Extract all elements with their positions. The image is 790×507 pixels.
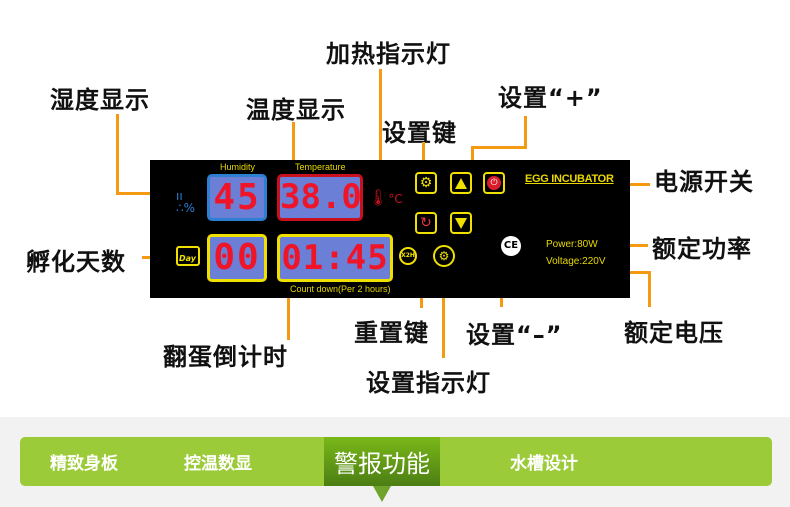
countdown-caption: Count down(Per 2 hours) bbox=[290, 284, 391, 294]
brand-label: EGG INCUBATOR bbox=[525, 173, 614, 185]
reset-button[interactable]: ↻ bbox=[415, 212, 437, 234]
thermometer-icon: 🌡︎°C bbox=[368, 188, 403, 207]
temperature-display: 38.0 bbox=[277, 174, 363, 221]
tab-alarm[interactable]: 警报功能 bbox=[324, 437, 440, 502]
leader-plus-v bbox=[524, 116, 527, 148]
humidity-icon: ıı ∴% bbox=[176, 189, 196, 215]
power-button[interactable]: ⏻ bbox=[483, 172, 505, 194]
minus-button[interactable] bbox=[450, 212, 472, 234]
set-indicator-light: ⚙ bbox=[433, 245, 455, 267]
leader-set-indicator bbox=[442, 262, 445, 358]
label-rated-voltage: 额定电压 bbox=[624, 319, 724, 347]
label-rated-power: 额定功率 bbox=[652, 235, 752, 263]
rated-power-text: Power:80W bbox=[546, 239, 598, 250]
leader-plus-h bbox=[471, 146, 527, 149]
gear-icon: ⚙ bbox=[419, 175, 433, 191]
label-set-indicator: 设置指示灯 bbox=[366, 369, 491, 397]
leader-countdown bbox=[287, 274, 290, 340]
label-reset-key: 重置键 bbox=[354, 319, 429, 347]
rated-voltage-text: Voltage:220V bbox=[546, 256, 606, 267]
label-turn-countdown: 翻蛋倒计时 bbox=[163, 343, 288, 371]
label-hatch-days: 孵化天数 bbox=[26, 248, 126, 276]
tab-strip: 精致身板 控温数显 警报功能 水槽设计 bbox=[20, 437, 772, 502]
tab-temp-display[interactable]: 控温数显 bbox=[184, 454, 252, 474]
power-icon: ⏻ bbox=[487, 176, 501, 190]
countdown-display: 01:45 bbox=[277, 234, 393, 282]
leader-heating bbox=[379, 69, 382, 181]
ce-mark: CE bbox=[501, 236, 521, 256]
label-set-plus: 设置“+” bbox=[498, 84, 603, 112]
label-temperature-display: 温度显示 bbox=[246, 96, 346, 124]
leader-temperature bbox=[292, 122, 295, 180]
label-power-switch: 电源开关 bbox=[654, 168, 754, 196]
label-set-key: 设置键 bbox=[382, 119, 457, 147]
leader-voltage-v bbox=[648, 271, 651, 307]
humidity-caption: Humidity bbox=[220, 162, 256, 172]
tab-board[interactable]: 精致身板 bbox=[50, 454, 118, 474]
leader-set-key bbox=[422, 142, 425, 172]
tab-water-tank[interactable]: 水槽设计 bbox=[510, 454, 578, 474]
turn-timer-icon: X2H bbox=[399, 247, 417, 265]
label-humidity-display: 湿度显示 bbox=[50, 86, 150, 114]
arrow-down-icon bbox=[455, 217, 467, 229]
plus-button[interactable] bbox=[450, 172, 472, 194]
set-button[interactable]: ⚙ bbox=[415, 172, 437, 194]
label-set-minus: 设置“–” bbox=[466, 321, 563, 349]
humidity-display: 45 bbox=[207, 174, 267, 221]
refresh-icon: ↻ bbox=[420, 215, 432, 231]
feature-tab-bar: 精致身板 控温数显 警报功能 水槽设计 bbox=[0, 417, 790, 507]
day-calendar-icon: Day bbox=[176, 246, 200, 266]
temperature-caption: Temperature bbox=[295, 162, 346, 172]
hatch-day-display: 00 bbox=[207, 234, 267, 282]
leader-humidity-v bbox=[116, 114, 119, 194]
incubator-control-panel: Humidity Temperature ıı ∴% 45 38.0 🌡︎°C … bbox=[150, 160, 630, 298]
label-heating-indicator: 加热指示灯 bbox=[326, 40, 451, 68]
arrow-up-icon bbox=[455, 177, 467, 189]
